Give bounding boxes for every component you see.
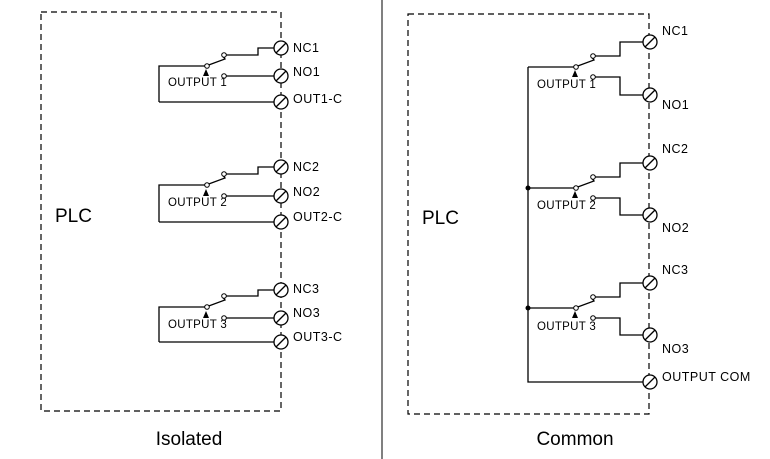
terminal-screw-icon: [273, 188, 289, 204]
terminal-screw-icon: [273, 310, 289, 326]
isolated-out2c-label: OUT2-C: [293, 210, 343, 224]
terminal-screw-icon: [273, 68, 289, 84]
isolated-output-1: OUTPUT 1 NC1 NO1 OUT1-C: [158, 40, 343, 110]
common-output-3-label: OUTPUT 3: [537, 321, 596, 333]
isolated-nc1-label: NC1: [293, 41, 320, 55]
terminal-screw-icon: [642, 87, 658, 103]
terminal-screw-icon: [273, 282, 289, 298]
common-output-1-label: OUTPUT 1: [537, 79, 596, 91]
isolated-no1-label: NO1: [293, 65, 320, 79]
isolated-output-3-label: OUTPUT 3: [168, 319, 227, 331]
common-nc3-label: NC3: [662, 263, 689, 277]
common-plc-label: PLC: [422, 208, 459, 229]
terminal-screw-icon: [642, 275, 658, 291]
isolated-nc2-label: NC2: [293, 160, 320, 174]
terminal-screw-icon: [273, 40, 289, 56]
common-panel: PLC OUTPUT 1 NC1 NO1: [407, 13, 751, 450]
isolated-no3-label: NO3: [293, 306, 320, 320]
common-no2-label: NO2: [662, 221, 689, 235]
common-no1-label: NO1: [662, 98, 689, 112]
isolated-output-2: OUTPUT 2 NC2 NO2 OUT2-C: [158, 159, 343, 230]
common-output-2: OUTPUT 2 NC2 NO2: [528, 142, 689, 235]
common-nc2-label: NC2: [662, 142, 689, 156]
common-no3-label: NO3: [662, 342, 689, 356]
common-output-1: OUTPUT 1 NC1 NO1: [528, 24, 689, 112]
isolated-nc3-label: NC3: [293, 282, 320, 296]
terminal-screw-icon: [273, 214, 289, 230]
isolated-output-1-label: OUTPUT 1: [168, 77, 227, 89]
isolated-plc-block: [40, 11, 282, 412]
isolated-out3c-label: OUT3-C: [293, 330, 343, 344]
common-nc1-label: NC1: [662, 24, 689, 38]
isolated-plc-label: PLC: [55, 206, 92, 227]
isolated-no2-label: NO2: [293, 185, 320, 199]
terminal-screw-icon: [642, 374, 658, 390]
terminal-screw-icon: [273, 159, 289, 175]
terminal-screw-icon: [642, 34, 658, 50]
isolated-out1c-label: OUT1-C: [293, 92, 343, 106]
common-caption: Common: [536, 429, 613, 450]
isolated-output-2-label: OUTPUT 2: [168, 197, 227, 209]
terminal-screw-icon: [642, 327, 658, 343]
terminal-screw-icon: [273, 334, 289, 350]
terminal-screw-icon: [642, 207, 658, 223]
isolated-caption: Isolated: [156, 429, 223, 450]
isolated-panel: PLC OUTPUT 1 NC1 NO1 OUT1-C: [40, 11, 343, 450]
isolated-output-3: OUTPUT 3 NC3 NO3 OUT3-C: [158, 282, 343, 350]
common-output-3: OUTPUT 3 NC3 NO3: [528, 263, 689, 356]
common-output-com-label: OUTPUT COM: [662, 370, 751, 384]
common-output-2-label: OUTPUT 2: [537, 200, 596, 212]
terminal-screw-icon: [273, 94, 289, 110]
terminal-screw-icon: [642, 155, 658, 171]
